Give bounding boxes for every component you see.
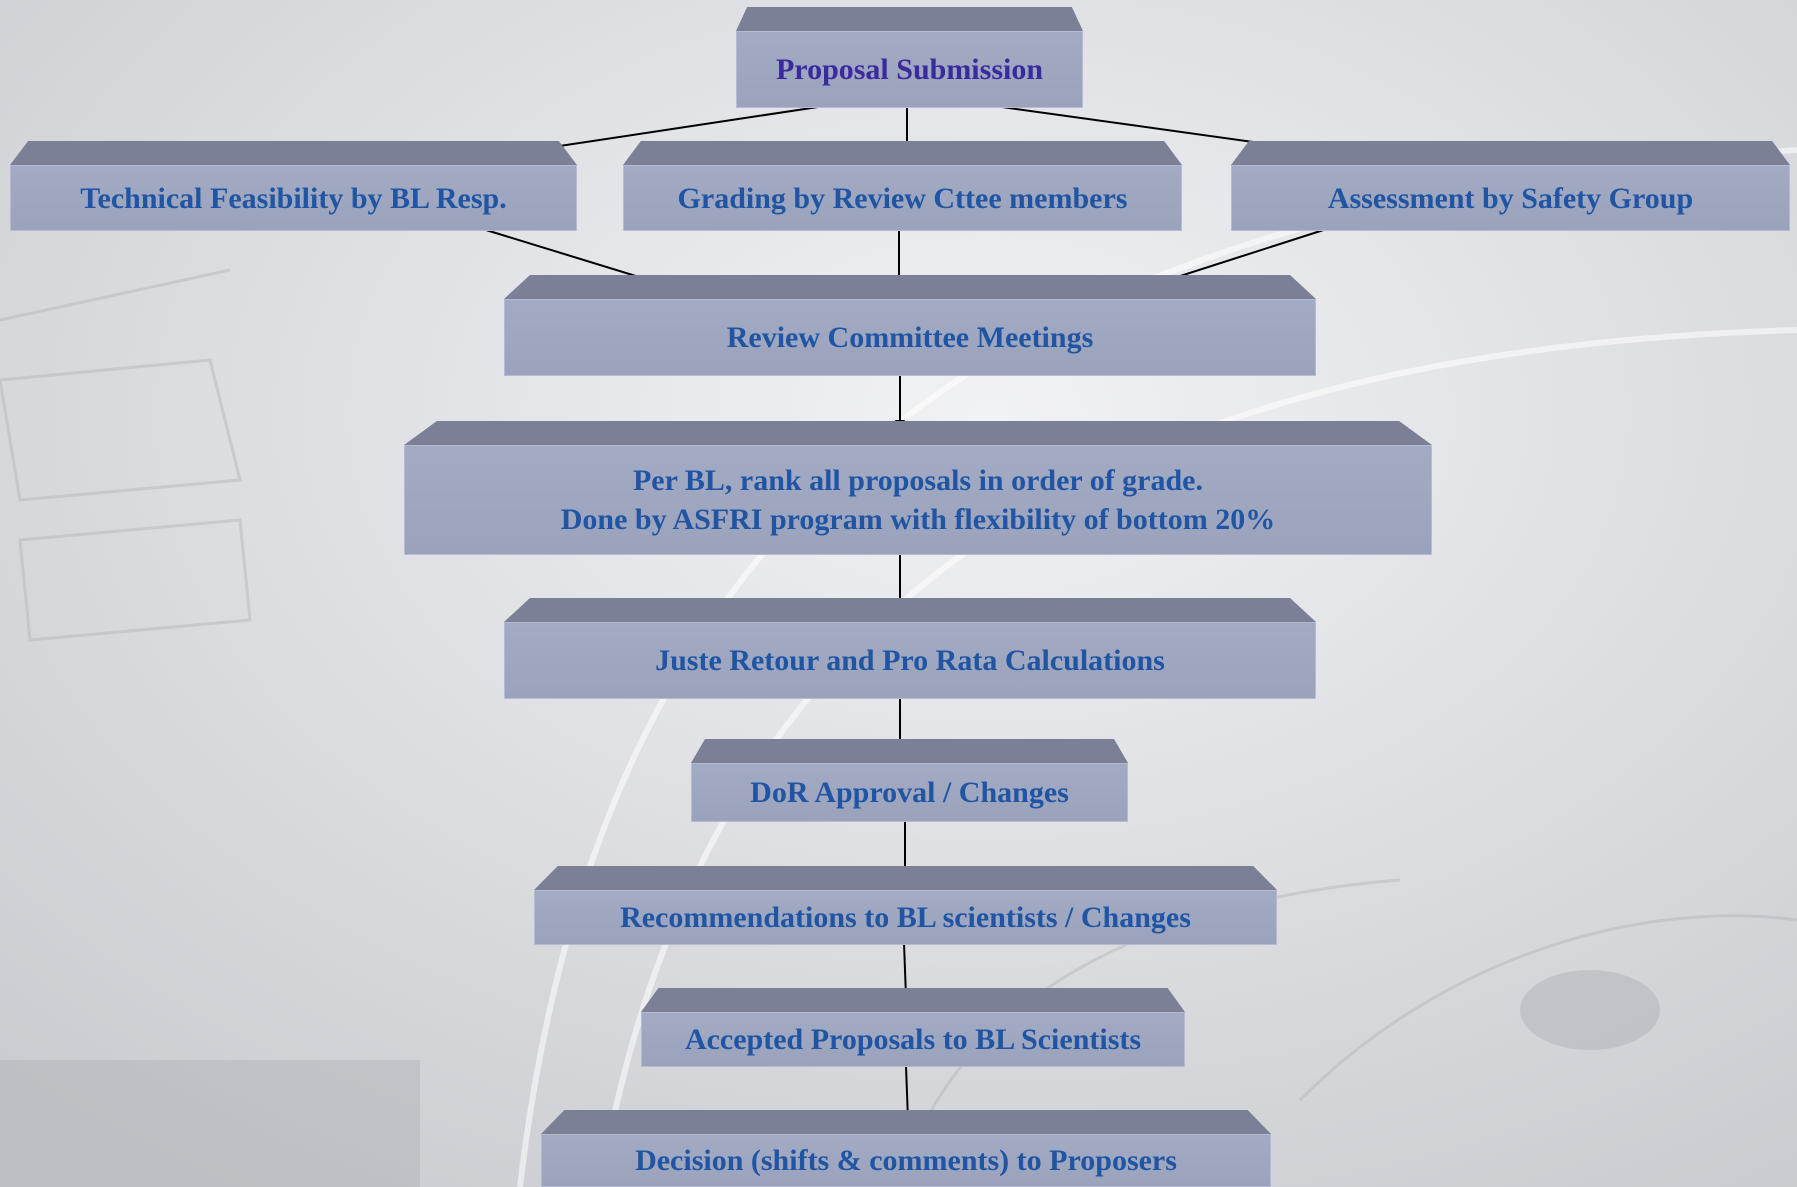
- decision-label: Decision (shifts & comments) to Proposer…: [635, 1144, 1177, 1177]
- grading-label: Grading by Review Cttee members: [677, 181, 1128, 215]
- box-dor-approval: DoR Approval / Changes: [691, 739, 1128, 822]
- box-accepted-proposals: Accepted Proposals to BL Scientists: [641, 988, 1185, 1067]
- juste-retour-label: Juste Retour and Pro Rata Calculations: [655, 644, 1165, 677]
- box-rank-proposals: Per BL, rank all proposals in order of g…: [404, 421, 1432, 555]
- box-grading: Grading by Review Cttee members: [623, 141, 1182, 231]
- assessment-label: Assessment by Safety Group: [1327, 181, 1694, 215]
- dor-approval-label: DoR Approval / Changes: [750, 776, 1069, 809]
- box-proposal-submission: Proposal Submission: [736, 7, 1083, 108]
- accepted-proposals-label: Accepted Proposals to BL Scientists: [684, 1023, 1142, 1056]
- box-juste-retour: Juste Retour and Pro Rata Calculations: [504, 598, 1316, 699]
- technical-feasibility-label: Technical Feasibility by BL Resp.: [80, 181, 507, 215]
- proposal-submission-label: Proposal Submission: [775, 53, 1044, 86]
- rank-proposals-label: Per BL, rank all proposals in order of g…: [560, 464, 1276, 536]
- box-assessment: Assessment by Safety Group: [1231, 141, 1790, 231]
- box-recommendations: Recommendations to BL scientists / Chang…: [534, 866, 1277, 945]
- box-review-committee-meetings: Review Committee Meetings: [504, 275, 1316, 376]
- box-technical-feasibility: Technical Feasibility by BL Resp.: [10, 141, 577, 231]
- recommendations-label: Recommendations to BL scientists / Chang…: [620, 901, 1191, 934]
- review-committee-meetings-label: Review Committee Meetings: [726, 321, 1094, 354]
- box-decision: Decision (shifts & comments) to Proposer…: [541, 1110, 1271, 1187]
